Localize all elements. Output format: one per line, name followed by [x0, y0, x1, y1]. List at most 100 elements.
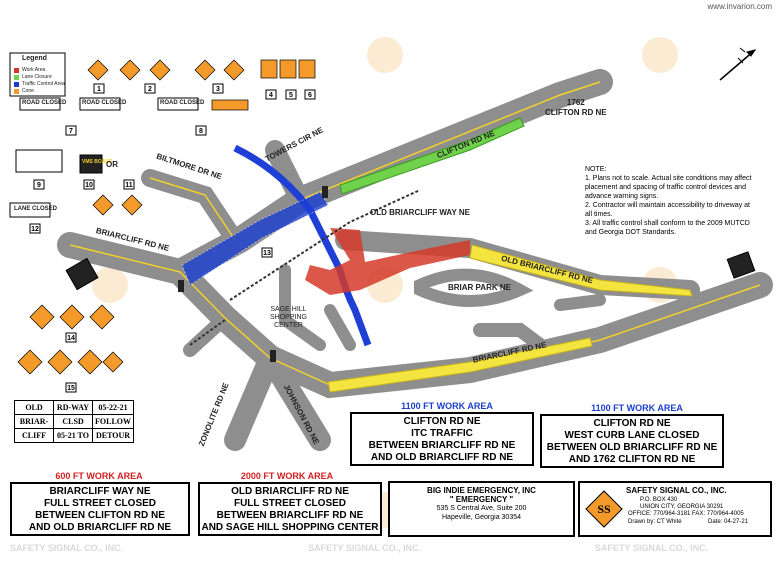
- drawn-date: Date: 04-27-21: [708, 519, 749, 525]
- watermark-text-3: SAFETY SIGNAL CO., INC.: [595, 543, 709, 553]
- emergency-type: " EMERGENCY ": [449, 495, 514, 504]
- work-area-title-4: 2000 FT WORK AREA: [240, 471, 334, 481]
- warning-signs: [17, 59, 245, 375]
- notes-line: placement and spacing of traffic control…: [585, 184, 746, 191]
- sign-number-label: 15: [67, 385, 75, 392]
- sign-number-label: 5: [289, 92, 293, 99]
- sign-number-label: 7: [69, 128, 73, 135]
- work-area-line: WEST CURB LANE CLOSED: [564, 430, 700, 441]
- sage-hill-label: SAGE HILL SHOPPING CENTER: [270, 306, 307, 329]
- work-area-line: AND OLD BRIARCLIFF RD NE: [370, 452, 514, 463]
- sign-number-label: 4: [269, 92, 273, 99]
- sign-number-label: 12: [31, 226, 39, 233]
- work-area-blue: [182, 192, 328, 285]
- table-row: BRIAR- CLSD FOLLOW: [14, 414, 135, 429]
- table-cell: CLSD: [53, 414, 93, 429]
- work-area-title-2: 1100 FT WORK AREA: [591, 403, 683, 413]
- lane-closure-green: [339, 117, 525, 195]
- sign-number-label: 11: [125, 182, 133, 189]
- notes-line: 1. Plans not to scale. Actual site condi…: [585, 175, 752, 182]
- road-closed-plate: ROAD CLOSED: [22, 100, 67, 106]
- clifton-rd-1762-label: 1762 CLIFTON RD NE: [545, 98, 607, 117]
- legend-item-work-area: Work Area: [22, 67, 46, 73]
- work-area-title-3: 600 FT WORK AREA: [55, 471, 143, 481]
- company-line-1: P.O. BOX 430: [640, 497, 678, 503]
- company-logo-icon: SS: [585, 490, 623, 528]
- work-area-line: BETWEEN OLD BRIARCLIFF RD NE: [546, 442, 718, 453]
- traffic-signals: [178, 186, 328, 362]
- watermark-text-2: SAFETY SIGNAL CO., INC.: [308, 543, 422, 553]
- notes-line: 3. All traffic control shall conform to …: [585, 220, 750, 227]
- sign-number-label: 9: [37, 182, 41, 189]
- old-briarcliff-way-label: OLD BRIARCLIFF WAY NE: [370, 208, 471, 217]
- work-area-line: AND OLD BRIARCLIFF RD NE: [28, 522, 172, 533]
- table-cell: BRIAR-: [14, 414, 54, 429]
- road-closed-plate-3: ROAD CLOSED: [160, 100, 205, 106]
- lane-closed-plate: LANE CLOSED: [14, 206, 58, 212]
- rail-line: [229, 189, 421, 301]
- work-area-line: FULL STREET CLOSED: [43, 498, 157, 509]
- work-area-box-4: OLD BRIARCLIFF RD NE FULL STREET CLOSED …: [198, 482, 382, 536]
- notes-line: and Georgia DOT Standards.: [585, 229, 676, 236]
- work-area-line: AND 1762 CLIFTON RD NE: [568, 454, 696, 465]
- drawn-by: Drawn by: CT White: [628, 519, 682, 525]
- sign-number-label: 8: [199, 128, 203, 135]
- plan-notes: NOTE: 1. Plans not to scale. Actual site…: [585, 165, 773, 237]
- or-label: OR: [106, 160, 118, 169]
- sign-number-tags: [29, 83, 316, 393]
- notes-heading: NOTE:: [585, 166, 607, 173]
- work-area-line: BETWEEN BRIARCLIFF RD NE: [368, 440, 516, 451]
- road-closed-plate-2: ROAD CLOSED: [82, 100, 127, 106]
- work-area-line: BETWEEN CLIFTON RD NE: [35, 510, 165, 521]
- sign-number-label: 3: [216, 86, 220, 93]
- notes-line: advance warning signs.: [585, 193, 659, 200]
- work-area-box-1: CLIFTON RD NE ITC TRAFFIC BETWEEN BRIARC…: [350, 412, 534, 466]
- legend-item-cone: Cone: [22, 88, 34, 94]
- work-area-line: AND SAGE HILL SHOPPING CENTER: [201, 522, 379, 533]
- website-label: www.invarion.com: [707, 2, 772, 11]
- sign-number-label: 1: [97, 86, 101, 93]
- sign-number-label: 6: [308, 92, 312, 99]
- emergency-contact-box: BIG INDIE EMERGENCY, INC " EMERGENCY " 5…: [388, 481, 575, 537]
- work-area-line: OLD BRIARCLIFF RD NE: [231, 486, 349, 497]
- work-area-line: BRIARCLIFF WAY NE: [49, 486, 151, 497]
- work-area-box-3: BRIARCLIFF WAY NE FULL STREET CLOSED BET…: [10, 482, 190, 536]
- work-area-box-2: CLIFTON RD NE WEST CURB LANE CLOSED BETW…: [540, 414, 724, 468]
- table-cell: 05-21 TO: [53, 428, 93, 443]
- legend-swatches: [14, 68, 19, 94]
- watermark-text-1: SAFETY SIGNAL CO., INC.: [10, 543, 124, 553]
- company-line-3: OFFICE: 770/964-3181 FAX: 770/964-4005: [628, 511, 744, 517]
- emergency-address-1: 535 S Central Ave, Suite 200: [436, 505, 527, 512]
- table-cell: RD-WAY: [53, 400, 93, 415]
- work-area-line: BETWEEN BRIARCLIFF RD NE: [216, 510, 364, 521]
- legend-title: Legend: [22, 55, 47, 62]
- company-name: SAFETY SIGNAL CO., INC.: [626, 486, 727, 495]
- vms-message-table: OLD RD-WAY 05-22-21 BRIAR- CLSD FOLLOW C…: [14, 400, 135, 443]
- legend-box: [9, 52, 66, 97]
- sign-number-label: 10: [85, 182, 93, 189]
- notes-line: 2. Contractor will maintain accessibilit…: [585, 202, 750, 209]
- notes-line: all times.: [585, 211, 613, 218]
- briar-park-label: BRIAR PARK NE: [448, 283, 511, 292]
- lane-closure-yellow: [469, 244, 693, 297]
- table-cell: FOLLOW: [91, 414, 135, 429]
- work-area-red: [305, 228, 470, 295]
- svg-text:SS: SS: [597, 502, 611, 516]
- table-row: CLIFF 05-21 TO DETOUR: [14, 428, 135, 443]
- emergency-address-2: Hapeville, Georgia 30354: [442, 514, 521, 521]
- sign-number-label: 14: [67, 335, 75, 342]
- table-cell: DETOUR: [91, 428, 135, 443]
- work-area-line: ITC TRAFFIC: [411, 428, 473, 439]
- barricades: [9, 97, 756, 291]
- vms-board-plate: VMS BOARD: [82, 159, 113, 165]
- sign-number-label: 13: [263, 250, 271, 257]
- emergency-company: BIG INDIE EMERGENCY, INC: [427, 486, 536, 495]
- table-row: OLD RD-WAY 05-22-21: [14, 400, 135, 415]
- sign-number-label: 2: [148, 86, 152, 93]
- table-cell: OLD: [14, 400, 54, 415]
- title-block: SS SAFETY SIGNAL CO., INC. P.O. BOX 430 …: [578, 481, 772, 537]
- legend-item-traffic-control: Traffic Control Area: [22, 81, 65, 87]
- work-area-line: FULL STREET CLOSED: [233, 498, 347, 509]
- north-arrow-icon: [719, 47, 757, 81]
